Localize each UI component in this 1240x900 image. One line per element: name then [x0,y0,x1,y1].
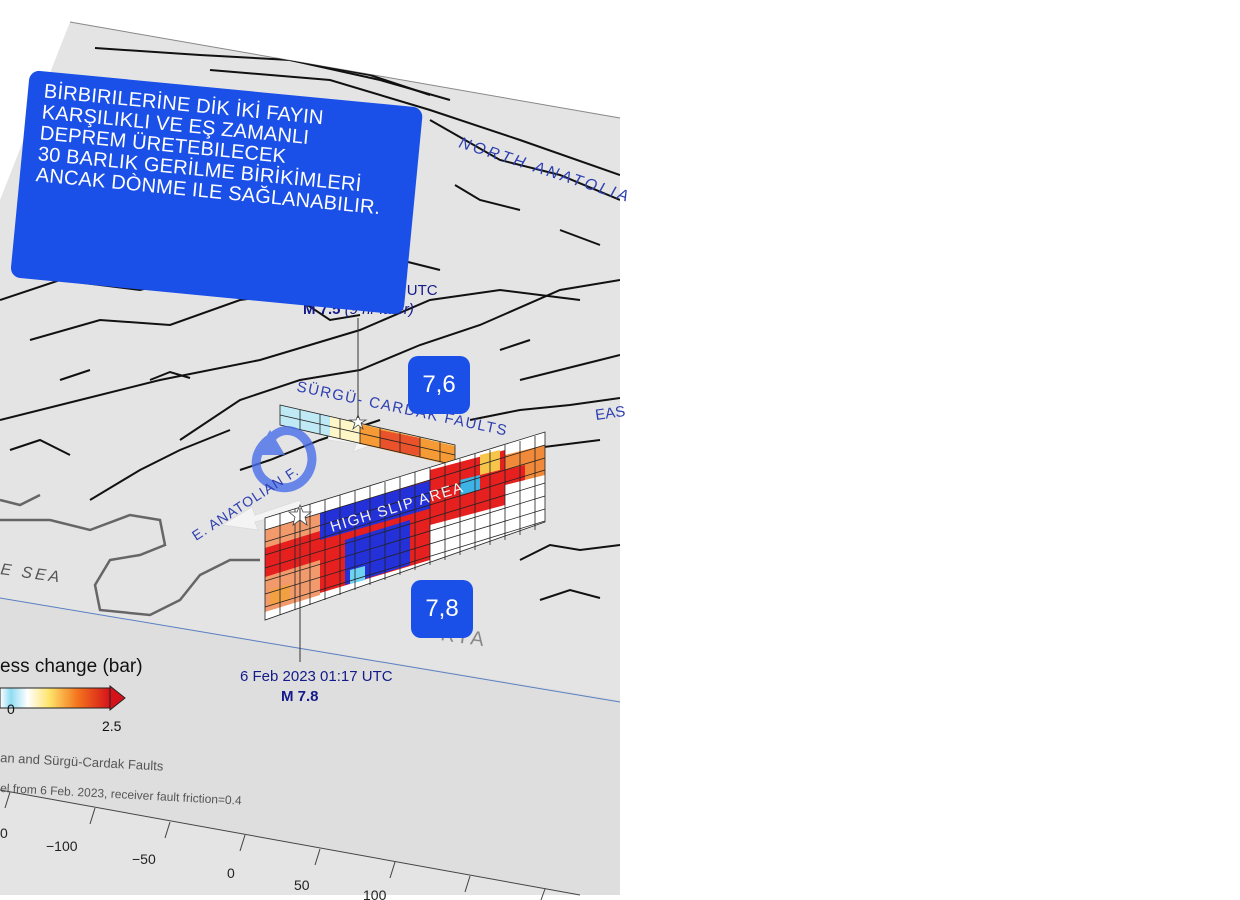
east-anatolian-slip-grid [264,431,546,621]
magnitude-badge-7-8: 7,8 [411,580,473,638]
axis-3d: 0 −100 −50 0 50 100 [0,789,581,900]
axis-tick: 50 [294,877,310,893]
lower-panel [0,598,620,895]
legend-tick-max: 2.5 [102,718,122,734]
turkish-note-callout: BİRBIRILERİNE DİK İKİ FAYIN KARŞILIKLI V… [10,70,424,315]
coastline [0,493,260,617]
epicenter-star-icon [348,413,368,431]
legend-title: ess change (bar) [0,656,143,677]
label-east: EAS [594,403,626,424]
axis-tick: −100 [46,838,78,854]
axis-tick: 0 [0,825,8,841]
colorbar [0,687,111,709]
surgu-cardak-patch [279,404,456,466]
event-first-mag: M 7.8 [281,688,319,705]
axis-tick: 0 [227,865,235,881]
panel-edge [0,597,621,703]
legend-tick-min: 0 [7,701,15,717]
axis-tick: −50 [132,851,156,867]
event-first-time: 6 Feb 2023 01:17 UTC [240,668,393,685]
rotation-arrow-icon [251,426,317,493]
magnitude-badge-7-6: 7,6 [408,356,470,414]
axis-tick: 100 [363,887,387,900]
colorbar-arrow-icon [109,684,126,712]
